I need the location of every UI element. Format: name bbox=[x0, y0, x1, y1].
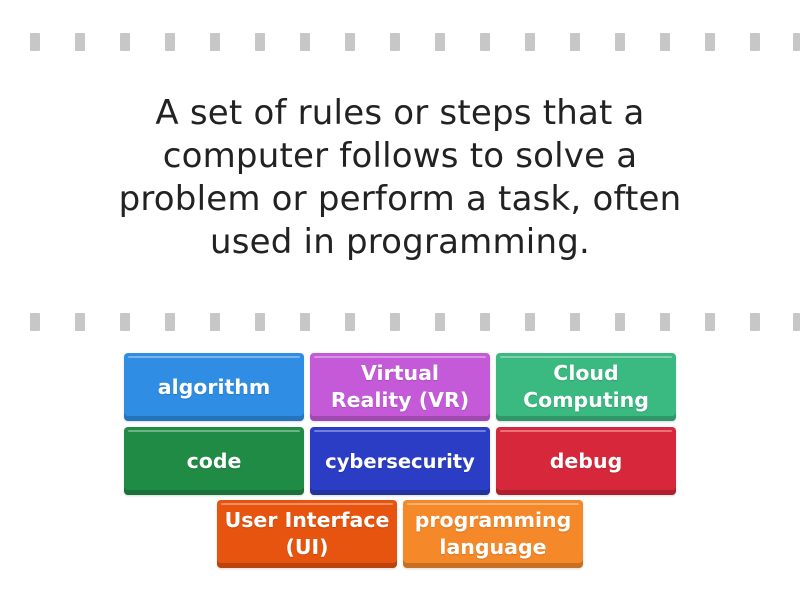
divider-dash bbox=[165, 313, 175, 331]
divider-dash bbox=[750, 33, 760, 51]
divider-dash bbox=[705, 313, 715, 331]
tile-label: User Interface (UI) bbox=[224, 508, 390, 559]
divider-dash bbox=[390, 313, 400, 331]
divider-dash bbox=[300, 33, 310, 51]
divider-dash bbox=[345, 33, 355, 51]
divider-dash bbox=[660, 313, 670, 331]
divider-dash bbox=[255, 313, 265, 331]
answer-tile-programming-language[interactable]: programming language bbox=[403, 500, 583, 568]
answer-tile-debug[interactable]: debug bbox=[496, 427, 676, 495]
tile-label: debug bbox=[549, 448, 623, 473]
divider-dash bbox=[660, 33, 670, 51]
answer-tile-virtual-reality[interactable]: Virtual Reality (VR) bbox=[310, 353, 490, 421]
divider-dash bbox=[570, 313, 580, 331]
tile-label: Cloud Computing bbox=[523, 361, 649, 412]
tile-label: algorithm bbox=[157, 374, 271, 399]
divider-dash bbox=[30, 33, 40, 51]
divider-dash bbox=[570, 33, 580, 51]
bottom-divider bbox=[0, 313, 800, 331]
divider-dash bbox=[165, 33, 175, 51]
question-text: A set of rules or steps that a computer … bbox=[118, 93, 682, 262]
divider-dash bbox=[390, 33, 400, 51]
answer-tile-algorithm[interactable]: algorithm bbox=[124, 353, 304, 421]
divider-dash bbox=[210, 33, 220, 51]
divider-dash bbox=[615, 313, 625, 331]
answer-tile-user-interface[interactable]: User Interface (UI) bbox=[217, 500, 397, 568]
tile-label: programming language bbox=[414, 508, 572, 559]
divider-dash bbox=[750, 313, 760, 331]
divider-dash bbox=[345, 313, 355, 331]
divider-dash bbox=[525, 313, 535, 331]
divider-dash bbox=[75, 33, 85, 51]
divider-dash bbox=[300, 313, 310, 331]
tile-label: code bbox=[186, 448, 242, 473]
divider-dash bbox=[255, 33, 265, 51]
divider-dash bbox=[480, 313, 490, 331]
answer-tile-code[interactable]: code bbox=[124, 427, 304, 495]
tile-label: Virtual Reality (VR) bbox=[330, 361, 470, 412]
divider-dash bbox=[210, 313, 220, 331]
divider-dash bbox=[615, 33, 625, 51]
answer-tile-cybersecurity[interactable]: cybersecurity bbox=[310, 427, 490, 495]
divider-dash bbox=[705, 33, 715, 51]
tile-label: cybersecurity bbox=[325, 449, 475, 473]
divider-dash bbox=[120, 33, 130, 51]
divider-dash bbox=[120, 313, 130, 331]
divider-dash bbox=[480, 33, 490, 51]
divider-dash bbox=[75, 313, 85, 331]
answer-tile-cloud-computing[interactable]: Cloud Computing bbox=[496, 353, 676, 421]
divider-dash bbox=[435, 33, 445, 51]
divider-dash bbox=[30, 313, 40, 331]
divider-dash bbox=[525, 33, 535, 51]
divider-dash bbox=[435, 313, 445, 331]
divider-dash bbox=[793, 33, 800, 51]
top-divider bbox=[0, 33, 800, 51]
divider-dash bbox=[793, 313, 800, 331]
